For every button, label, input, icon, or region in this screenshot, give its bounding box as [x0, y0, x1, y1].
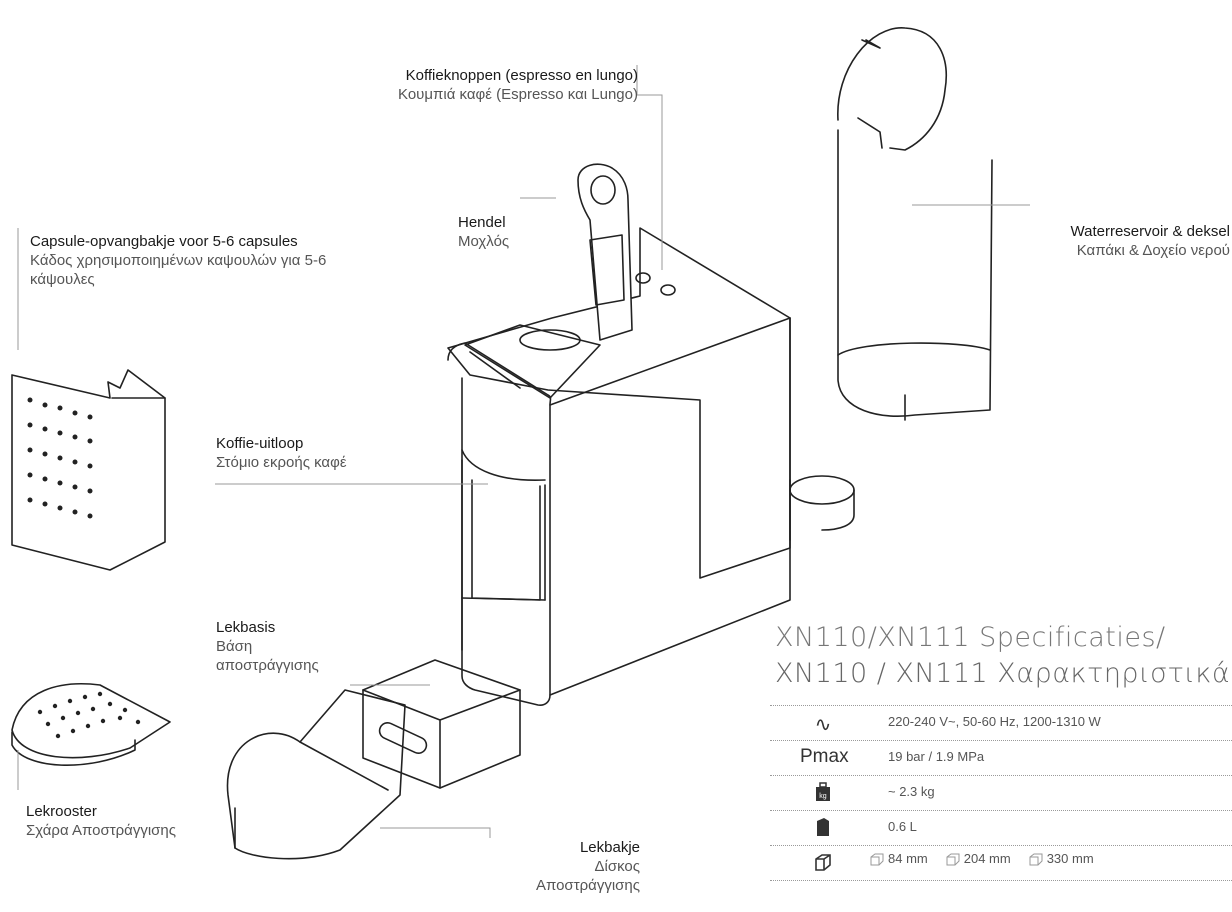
label-nl: Hendel: [458, 214, 506, 231]
spec-title: XN110/XN111 Specificaties/ XN110 / XN111…: [775, 622, 1230, 690]
dim-height: 204 mm: [946, 851, 1011, 866]
label-capsule-container: Capsule-opvangbakje voor 5-6 capsules Κά…: [30, 232, 326, 289]
label-gr: Μοχλός: [458, 233, 510, 250]
label-gr: Σχάρα Αποστράγγισης: [26, 822, 176, 839]
weight-icon: kg: [810, 782, 836, 804]
label-coffee-outlet: Koffie-uitloop Στόμιο εκροής καφέ: [216, 434, 347, 472]
spec-row-volume: 0.6 L: [770, 811, 1232, 846]
machine-body: [447, 163, 855, 706]
label-gr: κάψουλες: [30, 271, 95, 288]
spec-title-gr: XN110 / XN111 Χαρακτηριστικά: [775, 658, 1231, 689]
label-nl: Lekbakje: [579, 839, 640, 856]
leader-lines: [17, 65, 1030, 838]
ac-wave-icon: ∿: [814, 714, 832, 736]
svg-text:kg: kg: [819, 793, 827, 800]
label-coffee-buttons: Koffieknoppen (espresso en lungo) Κουμπι…: [300, 66, 638, 104]
label-nl: Lekbasis: [216, 619, 276, 636]
label-gr: Καπάκι & Δοχείο νερού: [1076, 242, 1230, 259]
drip-base: [362, 659, 521, 789]
dim-width-value: 84 mm: [888, 851, 928, 866]
label-gr: αποστράγγισης: [216, 657, 319, 674]
spec-row-dimensions: 84 mm 204 mm 330 mm: [770, 846, 1232, 881]
spec-pressure: 19 bar / 1.9 MPa: [888, 749, 985, 764]
label-nl: Koffie-uitloop: [216, 435, 304, 452]
label-drip-grid: Lekrooster Σχάρα Αποστράγγισης: [26, 802, 176, 840]
label-gr: Κάδος χρησιμοποιημένων καψουλών για 5-6: [30, 252, 327, 269]
water-tank-icon: [810, 817, 836, 839]
label-nl: Lekrooster: [26, 803, 97, 820]
dim-height-value: 204 mm: [963, 851, 1011, 866]
dim-width: 84 mm: [870, 851, 928, 866]
spec-title-nl: XN110/XN111 Specificaties/: [775, 622, 1166, 653]
label-water-tank: Waterreservoir & deksel Καπάκι & Δοχείο …: [990, 222, 1231, 260]
dim-depth: 330 mm: [1029, 851, 1094, 866]
spec-row-weight: kg ~ 2.3 kg: [770, 776, 1232, 811]
spec-power: 220-240 V~, 50-60 Hz, 1200-1310 W: [888, 714, 1101, 729]
label-handle: Hendel Μοχλός: [458, 213, 509, 251]
water-tank: [837, 27, 993, 421]
label-drip-tray: Lekbakje Δίσκος Αποστράγγισης: [500, 838, 640, 895]
hole-patterns: [27, 397, 141, 739]
label-gr: Αποστράγγισης: [535, 877, 640, 894]
label-nl: Koffieknoppen (espresso en lungo): [405, 67, 638, 84]
label-nl: Waterreservoir & deksel: [1070, 223, 1231, 240]
label-nl: Capsule-opvangbakje voor 5-6 capsules: [30, 233, 298, 250]
dimension-values: 84 mm 204 mm 330 mm: [870, 851, 1094, 866]
spec-table: ∿ 220-240 V~, 50-60 Hz, 1200-1310 W Pmax…: [770, 705, 1232, 881]
dim-depth-value: 330 mm: [1046, 851, 1094, 866]
label-gr: Βάση: [216, 638, 253, 655]
drip-grid: [11, 683, 171, 766]
dimensions-icon: [810, 852, 836, 874]
label-gr: Στόμιο εκροής καφέ: [216, 454, 347, 471]
pmax-label: Pmax: [800, 746, 849, 767]
drip-tray: [226, 689, 406, 860]
spec-row-pressure: Pmax 19 bar / 1.9 MPa: [770, 741, 1232, 776]
label-gr: Κουμπιά καφέ (Espresso και Lungo): [398, 86, 638, 103]
capsule-container: [11, 369, 166, 571]
label-drip-base: Lekbasis Βάση αποστράγγισης: [216, 618, 319, 675]
spec-weight: ~ 2.3 kg: [888, 784, 935, 799]
spec-volume: 0.6 L: [888, 819, 917, 834]
label-gr: Δίσκος: [594, 858, 641, 875]
spec-row-power: ∿ 220-240 V~, 50-60 Hz, 1200-1310 W: [770, 705, 1232, 741]
